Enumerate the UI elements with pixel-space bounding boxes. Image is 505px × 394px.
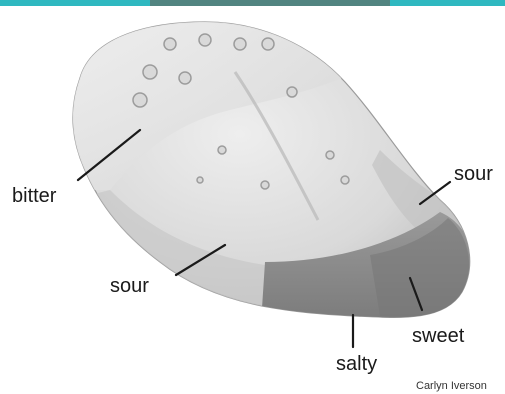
label-bitter: bitter <box>12 185 57 207</box>
image-credit: Carlyn Iverson <box>416 380 487 392</box>
top-strip-shadow <box>150 0 390 6</box>
label-salty: salty <box>336 353 377 375</box>
label-sour-left: sour <box>110 275 149 297</box>
label-sweet: sweet <box>412 325 465 347</box>
label-sour-right: sour <box>454 163 493 185</box>
